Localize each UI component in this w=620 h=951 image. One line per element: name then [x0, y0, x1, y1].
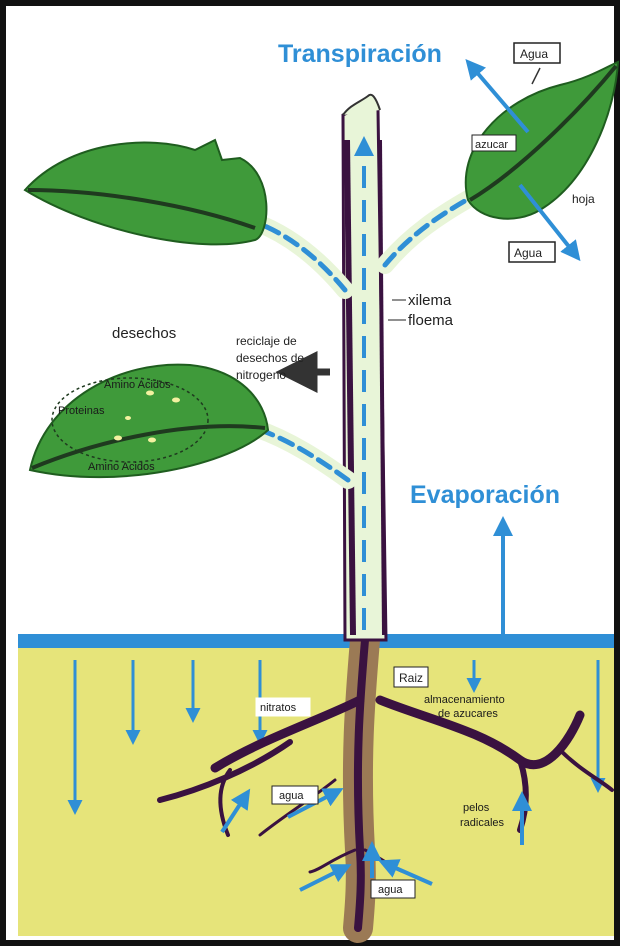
pelos-line1: pelos: [463, 802, 490, 814]
title-transpiracion: Transpiración: [278, 40, 442, 68]
xilema-label: xilema: [408, 292, 452, 309]
ground-line: [18, 634, 614, 648]
almacenamiento-line1: almacenamiento: [424, 694, 505, 706]
desechos-label: desechos: [112, 325, 176, 342]
azucar-label: azucar: [475, 139, 508, 151]
nitratos-label: nitratos: [260, 702, 297, 714]
amino-acidos-top: Amino Acidos: [104, 379, 171, 391]
reciclaje-line1: reciclaje de: [236, 334, 297, 348]
title-evaporacion: Evaporación: [410, 481, 560, 509]
agua-right-label: Agua: [514, 246, 542, 260]
amino-acidos-bottom: Amino Acidos: [88, 461, 155, 473]
almacenamiento-line2: de azucares: [438, 708, 498, 720]
reciclaje-line3: nitrogeno: [236, 368, 286, 382]
hoja-label: hoja: [572, 192, 595, 206]
agua-top-label: Agua: [520, 47, 548, 61]
raiz-label: Raiz: [399, 671, 423, 685]
reciclaje-line2: desechos de: [236, 351, 304, 365]
agua-bottom-label: agua: [378, 884, 403, 896]
pelos-line2: radicales: [460, 817, 505, 829]
floema-label: floema: [408, 312, 454, 329]
proteinas-label: Proteinas: [58, 405, 105, 417]
agua-root-label: agua: [279, 790, 304, 802]
